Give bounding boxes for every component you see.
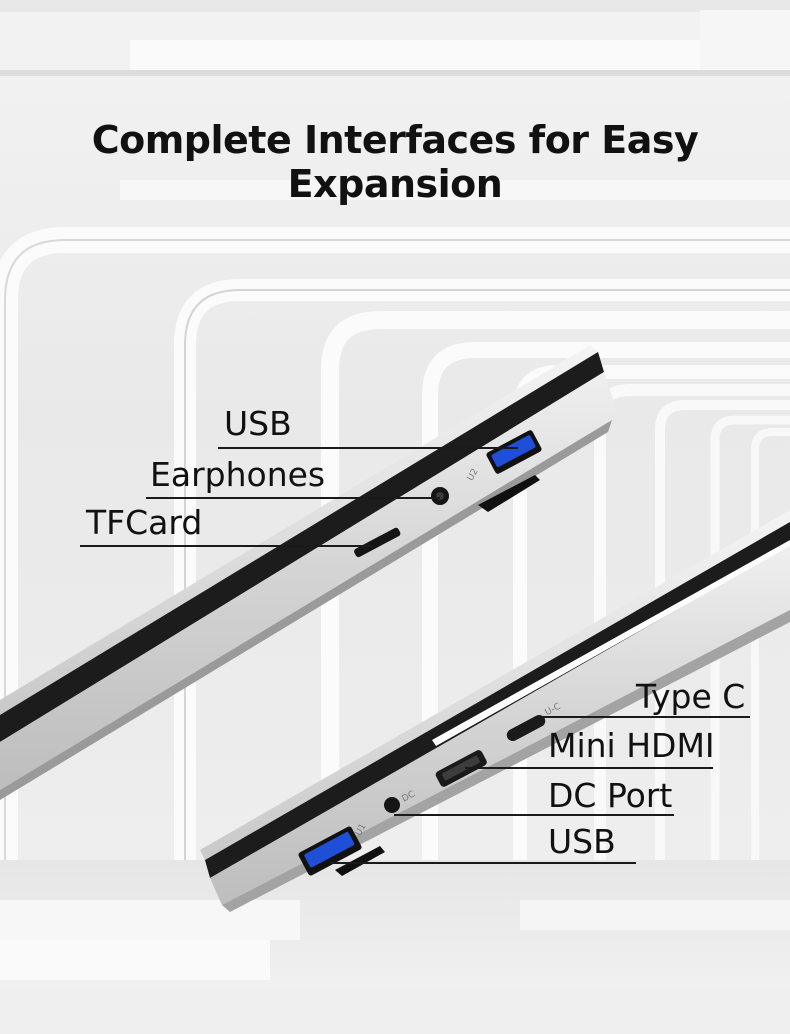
callout-line-dc-port [394,814,674,816]
usb-port-bottom [298,826,362,876]
laptop-bottom [200,510,790,912]
callout-mini-hdmi: Mini HDMI [548,726,715,765]
callout-line-earphones [146,497,440,499]
callout-tfcard: TFCard [86,503,203,542]
callout-usb-top: USB [224,404,292,443]
callout-line-type-c [536,716,750,718]
callout-type-c: Type C [636,677,746,716]
callout-line-usb-top [218,447,518,449]
dc-port [384,797,400,813]
callout-line-tfcard [80,545,372,547]
callout-line-usb-bottom [330,862,636,864]
callout-usb-bottom: USB [548,822,616,861]
usb-port-top [486,430,542,474]
callout-earphones: Earphones [150,455,326,494]
page-title: Complete Interfaces for Easy Expansion [91,118,699,206]
callout-dc-port: DC Port [548,776,673,815]
tf-card-slot [354,527,401,558]
type-c-port [506,714,546,742]
laptop-top [0,345,615,800]
callout-line-mini-hdmi [465,767,713,769]
